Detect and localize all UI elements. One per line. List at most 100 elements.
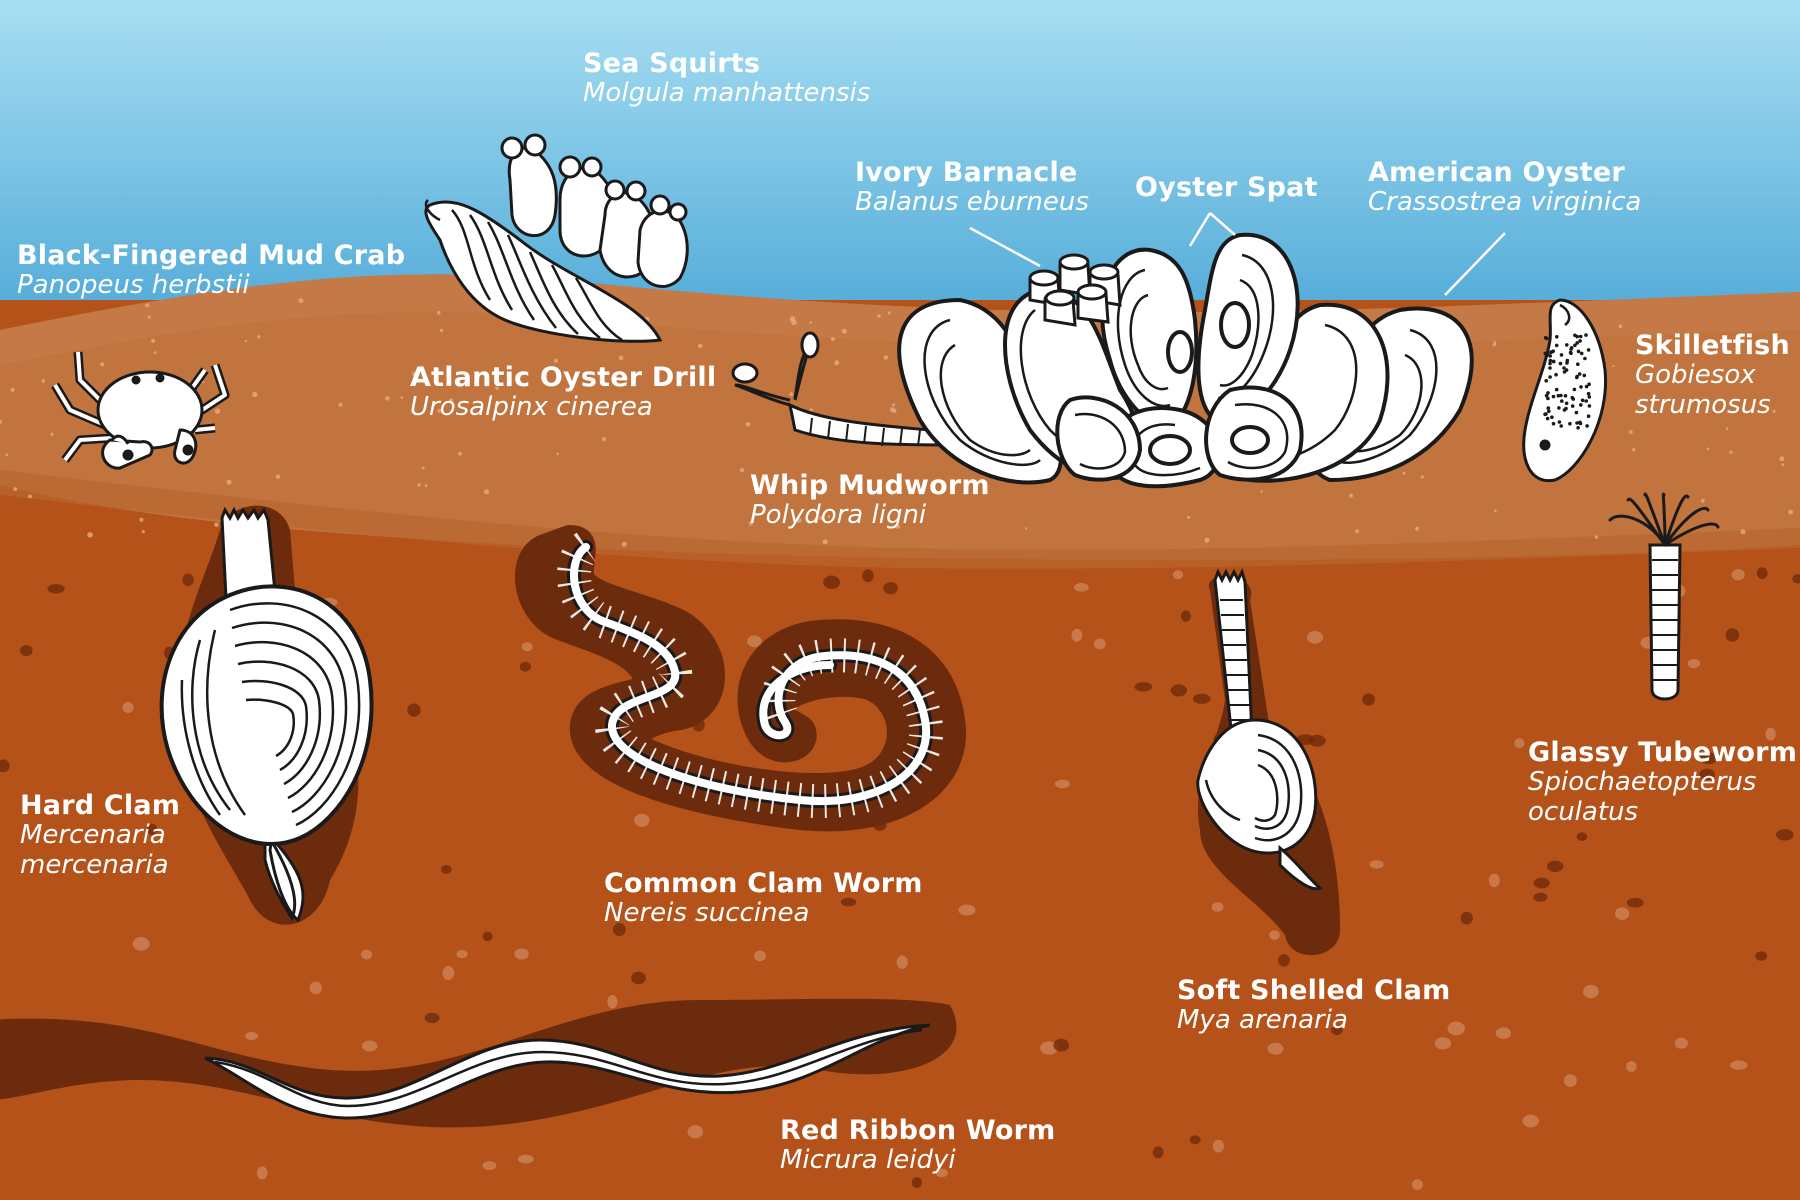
sediment-pebble	[132, 937, 150, 951]
sediment-speck	[1740, 529, 1746, 535]
skilletfish-spot	[1569, 347, 1573, 351]
sediment-pebble	[1369, 860, 1384, 869]
skilletfish	[1522, 298, 1608, 483]
skilletfish-spot	[1585, 424, 1589, 428]
scientific-name-species: mercenaria	[20, 849, 169, 880]
spat-leader	[1188, 212, 1236, 247]
sediment-speck	[745, 422, 751, 427]
sediment-speck	[827, 515, 831, 518]
sediment-pebble	[634, 813, 650, 827]
common-name: Whip Mudworm	[750, 470, 990, 501]
scientific-name: Mya arenaria	[1177, 1005, 1348, 1036]
skilletfish-spot	[1574, 410, 1579, 415]
sediment-pebble	[147, 823, 158, 836]
skilletfish-spot	[1545, 416, 1550, 421]
sediment-speck	[1493, 509, 1497, 513]
sediment-speck	[697, 343, 703, 349]
skilletfish-spot	[1548, 361, 1552, 366]
sediment-speck	[87, 532, 93, 538]
sediment-pebble	[1792, 574, 1800, 584]
skilletfish-spot	[1586, 391, 1591, 396]
sediment-pebble	[424, 1012, 440, 1024]
sediment-speck	[887, 311, 891, 315]
sediment-pebble	[1134, 682, 1153, 692]
sediment-speck	[892, 403, 896, 407]
sediment-pebble	[309, 981, 322, 995]
sediment-pebble	[687, 1125, 704, 1139]
sediment-pebble	[482, 931, 493, 942]
sediment-pebble	[607, 995, 618, 1009]
skilletfish-spot	[1572, 387, 1577, 392]
sediment-pebble	[1172, 570, 1184, 580]
sediment-pebble	[1522, 1114, 1539, 1128]
sediment-pebble	[753, 950, 766, 962]
sediment-pebble	[1488, 873, 1500, 888]
sediment-pebble	[911, 1177, 923, 1188]
sediment-speck	[484, 489, 490, 495]
sediment-speck	[50, 432, 54, 436]
ivory-barnacle	[1028, 253, 1122, 327]
skilletfish-spot	[1551, 421, 1556, 426]
soft-shelled-clam	[1196, 567, 1340, 956]
sediment-pebble	[441, 865, 452, 874]
sediment-speck	[809, 321, 812, 324]
sediment-speck	[1706, 447, 1710, 451]
sediment-pebble	[1495, 1027, 1512, 1039]
sediment-pebble	[1278, 954, 1290, 967]
sediment-pebble	[482, 1161, 497, 1171]
sediment-pebble	[519, 661, 532, 672]
skilletfish-spot	[1576, 426, 1580, 430]
label-oyster-drill: Atlantic Oyster Drill Urosalpinx cinerea	[410, 362, 716, 423]
sediment-speck	[153, 351, 157, 354]
skilletfish-spot	[1550, 415, 1554, 420]
skilletfish-spot	[1571, 397, 1576, 401]
sediment-speck	[495, 386, 499, 390]
leader-lines	[969, 212, 1506, 296]
label-red-ribbon-worm: Red Ribbon Worm Micrura leidyi	[780, 1115, 1056, 1176]
sediment-speck	[417, 483, 421, 487]
skilletfish-spot	[1587, 382, 1591, 387]
sediment-pebble	[1626, 1061, 1637, 1072]
skilletfish-spot	[1548, 366, 1552, 370]
sediment-speck	[1779, 456, 1785, 462]
scientific-name: Panopeus herbstii	[17, 270, 250, 301]
sediment-pebble	[1411, 1179, 1423, 1190]
sediment-speck	[1612, 364, 1615, 368]
skilletfish-spot	[1544, 354, 1549, 359]
sediment-speck	[834, 360, 840, 366]
hard-clam-siphon	[220, 506, 277, 600]
sediment-pebble	[1615, 907, 1630, 920]
skilletfish-spot	[1579, 385, 1583, 389]
sediment-pebble	[1731, 569, 1745, 581]
sediment-speck	[412, 371, 418, 377]
barnacle-leader	[969, 226, 1041, 268]
scientific-name: Molgula manhattensis	[583, 78, 871, 109]
sediment-speck	[145, 303, 150, 308]
sediment-speck	[1725, 427, 1729, 430]
skilletfish-spot	[1568, 421, 1572, 426]
sediment-speck	[1187, 515, 1191, 520]
sediment-speck	[400, 396, 404, 399]
sediment-pebble	[1699, 768, 1715, 780]
skilletfish-spot	[1559, 424, 1563, 428]
sediment-speck	[257, 335, 261, 339]
skilletfish-spot	[1544, 393, 1549, 398]
label-american-oyster: American Oyster Crassostrea virginica	[1368, 157, 1641, 218]
skilletfish-spot	[1586, 414, 1591, 419]
sediment-speck	[895, 524, 901, 529]
sediment-speck	[10, 387, 15, 392]
sediment-speck	[1781, 463, 1785, 467]
skilletfish-spot	[1575, 341, 1579, 345]
sediment-speck	[877, 314, 881, 318]
sediment-speck	[1415, 526, 1420, 531]
sediment-speck	[28, 494, 32, 499]
sediment-pebble	[407, 703, 421, 717]
skilletfish-spot	[1554, 387, 1559, 392]
sediment-pebble	[631, 971, 646, 985]
label-sea-squirts: Sea Squirts Molgula manhattensis	[583, 48, 870, 109]
sediment-pebble	[1152, 1146, 1164, 1159]
sediment-pebble	[1755, 951, 1768, 961]
sediment-speck	[41, 379, 46, 383]
sediment-pebble	[1725, 628, 1740, 642]
sediment-pebble	[862, 569, 874, 583]
